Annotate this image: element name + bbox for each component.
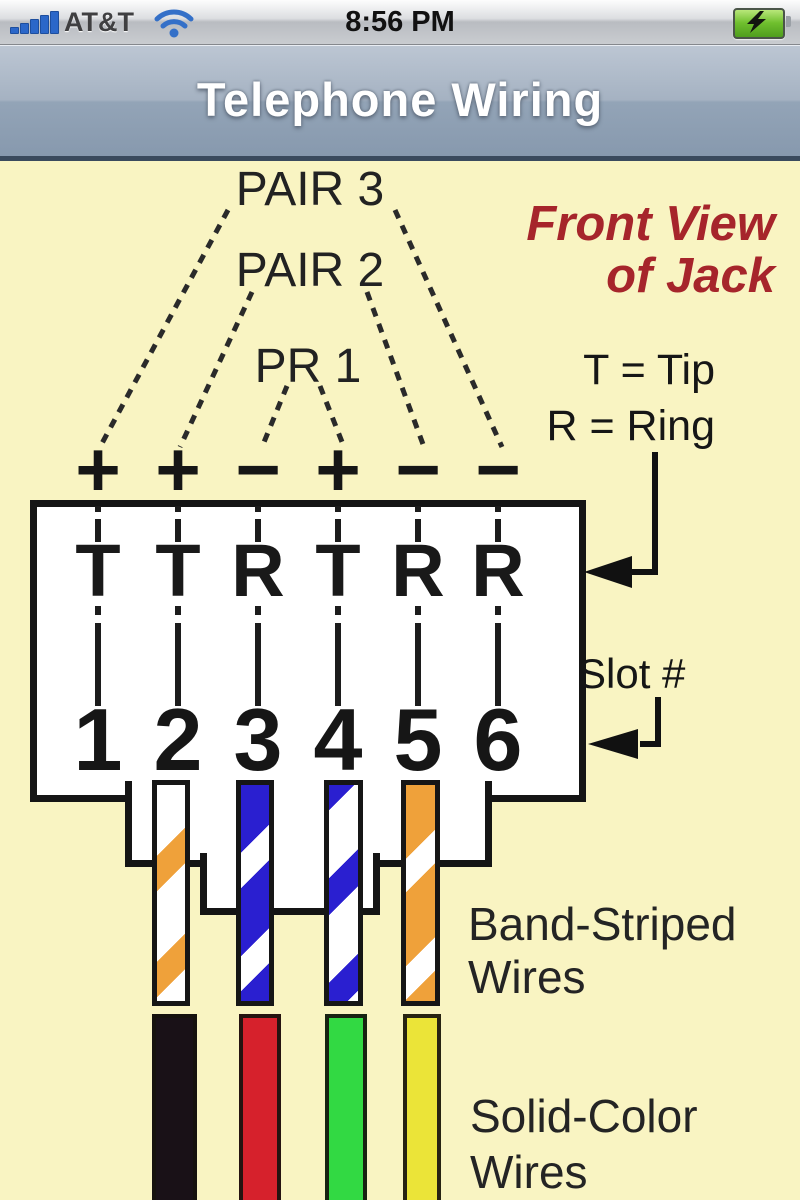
solid-color-line1: Solid-Color	[470, 1090, 698, 1142]
slot2-number: 2	[153, 690, 203, 789]
pair2-left-lead-line	[177, 290, 255, 449]
page-title: Telephone Wiring	[196, 73, 604, 126]
clock: 8:56 PM	[345, 6, 455, 38]
signal-bar	[50, 11, 59, 34]
slot5-polarity: −	[395, 425, 441, 513]
ring-legend: R = Ring	[546, 402, 716, 450]
battery-charging-icon	[733, 8, 785, 39]
slot-contact-lines-mid	[95, 606, 501, 706]
front-view-line1: Front View	[526, 197, 775, 251]
pair2-right-lead-line	[364, 291, 427, 448]
battery-nub	[786, 16, 791, 27]
slot1-polarity: +	[75, 425, 121, 513]
wifi-icon	[154, 9, 194, 38]
wire-striped-orange-white	[401, 780, 440, 1006]
slot3-number: 3	[233, 690, 283, 789]
slot2-polarity: +	[155, 425, 201, 513]
tip-ring-legend: T = Tip R = Ring	[440, 342, 716, 454]
carrier-label: AT&T	[64, 7, 134, 37]
slot4-polarity: +	[315, 425, 361, 513]
slot6-polarity: −	[475, 425, 521, 513]
slot3-polarity: −	[235, 425, 281, 513]
slot6-number: 6	[473, 690, 523, 789]
wire-striped-white-blue	[324, 780, 363, 1006]
tip-legend: T = Tip	[583, 346, 715, 394]
navigation-bar: Telephone Wiring	[0, 45, 800, 161]
pair1-right-lead-line	[317, 385, 347, 448]
slot1-letter: T	[75, 529, 121, 612]
wire-solid-green	[325, 1014, 367, 1200]
slot5-letter: R	[391, 529, 445, 612]
signal-bar	[20, 23, 29, 34]
tip-ring-arrow	[584, 452, 658, 588]
slot5-number: 5	[393, 690, 443, 789]
wire-striped-white-orange	[152, 780, 190, 1006]
wire-solid-yellow	[403, 1014, 441, 1200]
pair2-label: PAIR 2	[235, 244, 385, 297]
band-striped-line2: Wires	[468, 951, 586, 1003]
solid-color-line2: Wires	[470, 1146, 588, 1198]
jack-body	[30, 500, 586, 802]
wire-striped-blue-white	[236, 780, 274, 1006]
pair1-label: PR 1	[254, 340, 362, 393]
front-view-label: Front View of Jack	[420, 198, 775, 302]
slot2-letter: T	[155, 529, 201, 612]
solid-color-wires-label: Solid-Color Wires	[470, 1088, 698, 1200]
front-view-line2: of Jack	[606, 249, 775, 303]
band-striped-line1: Band-Striped	[468, 898, 737, 950]
status-bar: AT&T 8:56 PM	[0, 0, 800, 45]
band-striped-wires-label: Band-Striped Wires	[468, 898, 737, 1004]
slot6-letter: R	[471, 529, 525, 612]
signal-bar	[40, 15, 49, 34]
pair3-left-lead-line	[97, 208, 231, 449]
slot1-number: 1	[73, 690, 123, 789]
signal-bar	[10, 27, 19, 34]
wire-solid-black	[152, 1014, 197, 1200]
slot-contact-dashes-top	[95, 506, 501, 542]
slot-number-arrow	[588, 697, 661, 759]
slot4-number: 4	[313, 690, 363, 789]
signal-bar	[30, 19, 39, 34]
pair1-left-lead-line	[259, 385, 290, 448]
slot-number-label: Slot #	[578, 650, 686, 697]
pair3-label: PAIR 3	[235, 163, 385, 216]
slot3-letter: R	[231, 529, 285, 612]
slot4-letter: T	[315, 529, 361, 612]
wire-solid-red	[239, 1014, 281, 1200]
